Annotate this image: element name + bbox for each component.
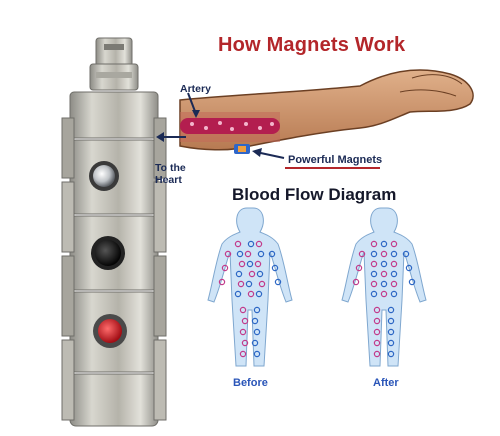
- before-label: Before: [233, 377, 268, 389]
- blood-cell-dot: [380, 270, 388, 278]
- blood-cell-dot: [245, 280, 253, 288]
- blood-cell-dot: [390, 280, 398, 288]
- arm-illustration: [156, 69, 474, 159]
- blood-cell-dot: [239, 328, 247, 336]
- heart-label-line1: To the: [155, 162, 186, 174]
- blood-cell-dot: [239, 350, 247, 358]
- blood-cell-dot: [370, 240, 378, 248]
- body-figure-after: [341, 207, 427, 367]
- blood-cell-dot: [387, 328, 395, 336]
- blood-cell-dot: [239, 306, 247, 314]
- blood-cell-dot: [355, 264, 363, 272]
- heart-label-line2: Heart: [155, 174, 182, 186]
- blood-cell-dot: [387, 339, 395, 347]
- blood-cell-dot: [253, 306, 261, 314]
- blood-cell-dot: [390, 250, 398, 258]
- blood-cell-dot: [258, 280, 266, 288]
- blood-cell-dot: [268, 250, 276, 258]
- body-figure-before: [207, 207, 293, 367]
- blood-cell-dot: [244, 250, 252, 258]
- blood-cell-dot: [358, 250, 366, 258]
- blood-cell-dot: [387, 350, 395, 358]
- red-magnet: [98, 319, 122, 343]
- blood-cell-dot: [238, 260, 246, 268]
- after-label: After: [373, 377, 399, 389]
- blood-cell-dot: [221, 264, 229, 272]
- blood-cell-dot: [370, 290, 378, 298]
- blood-cell-dot: [234, 290, 242, 298]
- blood-cell-dot: [246, 260, 254, 268]
- diagram-title: Blood Flow Diagram: [232, 185, 397, 204]
- blood-cell-dot: [235, 270, 243, 278]
- blood-cell-dot: [236, 250, 244, 258]
- blood-cell-dot: [390, 290, 398, 298]
- silver-magnet: [93, 165, 115, 187]
- blood-cell-dot: [370, 270, 378, 278]
- blood-cell-dot: [380, 280, 388, 288]
- blood-cell-dot: [257, 250, 265, 258]
- blood-cell-dot: [241, 317, 249, 325]
- blood-cell-dot: [390, 270, 398, 278]
- blood-cell-dot: [402, 250, 410, 258]
- blood-cell-dot: [218, 278, 226, 286]
- artery-label: Artery: [180, 83, 211, 95]
- blood-cell-dot: [373, 317, 381, 325]
- blood-cell-dot: [224, 250, 232, 258]
- blood-cell-dot: [373, 339, 381, 347]
- blood-cell-dot: [380, 290, 388, 298]
- blood-cell-dot: [256, 270, 264, 278]
- blood-cell-dot: [255, 290, 263, 298]
- blood-cell-dot: [248, 270, 256, 278]
- blood-cell-dot: [373, 350, 381, 358]
- blood-cell-dot: [387, 317, 395, 325]
- blood-cell-dot: [373, 306, 381, 314]
- blood-cell-dot: [390, 240, 398, 248]
- blood-cell-dot: [271, 264, 279, 272]
- blood-cell-dot: [253, 328, 261, 336]
- blood-cell-dot: [253, 350, 261, 358]
- blood-cell-dot: [370, 260, 378, 268]
- blood-cell-dot: [234, 240, 242, 248]
- blood-cell-dot: [247, 290, 255, 298]
- blood-cell-dot: [251, 317, 259, 325]
- blood-cell-dot: [380, 260, 388, 268]
- artery: [180, 118, 280, 134]
- black-magnet: [95, 240, 121, 266]
- blood-cell-dot: [380, 240, 388, 248]
- blood-cell-dot: [370, 280, 378, 288]
- blood-cell-dot: [255, 240, 263, 248]
- blood-cell-dot: [237, 280, 245, 288]
- blood-cell-dot: [274, 278, 282, 286]
- blood-cell-dot: [408, 278, 416, 286]
- blood-cell-dot: [380, 250, 388, 258]
- magnets-underline: [285, 167, 380, 169]
- heart-label: To the Heart: [155, 162, 195, 186]
- blood-cell-dot: [352, 278, 360, 286]
- magnets-label: Powerful Magnets: [288, 154, 383, 166]
- blood-cell-dot: [251, 339, 259, 347]
- blood-cell-dot: [390, 260, 398, 268]
- blood-cell-dot: [370, 250, 378, 258]
- bracelet: [61, 37, 167, 427]
- blood-cell-dot: [387, 306, 395, 314]
- page-title: How Magnets Work: [218, 34, 406, 56]
- blood-cell-dot: [254, 260, 262, 268]
- blood-cell-dot: [405, 264, 413, 272]
- blood-cell-dot: [241, 339, 249, 347]
- blood-cell-dot: [247, 240, 255, 248]
- blood-cell-dot: [373, 328, 381, 336]
